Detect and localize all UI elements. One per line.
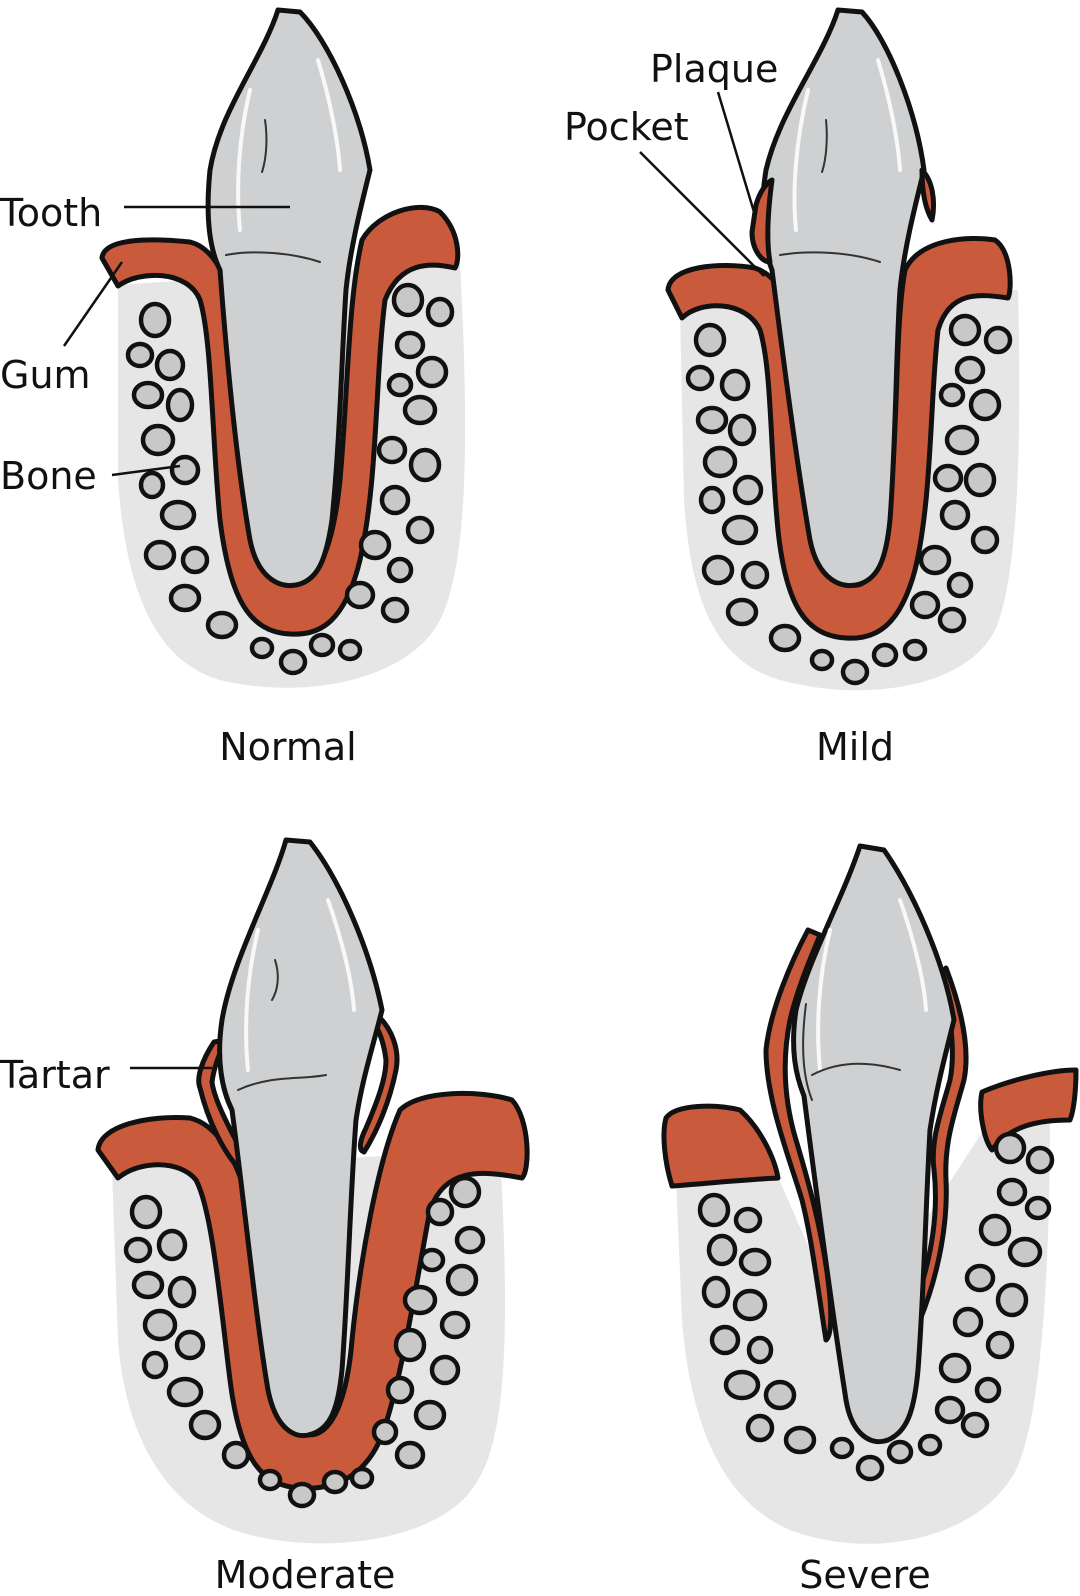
tooth-severe <box>791 843 957 1445</box>
caption-severe: Severe <box>799 1553 931 1596</box>
bone-pores-severe <box>697 1131 1055 1482</box>
panel-mild <box>639 7 1020 691</box>
leader-pocket <box>639 151 765 277</box>
label-bone: Bone <box>0 454 97 498</box>
label-gum: Gum <box>0 353 91 397</box>
tooth-moderate <box>217 837 385 1438</box>
panel-normal <box>62 7 466 688</box>
tartar-moderate-right <box>357 1011 400 1155</box>
leader-plaque <box>716 91 756 213</box>
bone-pores-mild <box>685 313 1013 686</box>
label-tooth: Tooth <box>0 191 102 235</box>
panel-moderate <box>95 837 530 1544</box>
panel-severe <box>661 843 1079 1544</box>
tartar-severe-left <box>763 927 834 1343</box>
caption-normal: Normal <box>219 725 357 769</box>
leader-bone <box>111 464 181 477</box>
plaque-mild-right <box>919 167 937 223</box>
gum-severe-right <box>978 1067 1079 1153</box>
bone-pores-normal <box>125 282 455 676</box>
label-plaque: Plaque <box>650 47 778 91</box>
caption-moderate: Moderate <box>215 1553 396 1596</box>
gum-severe-left <box>661 1103 781 1189</box>
label-tartar: Tartar <box>0 1053 110 1097</box>
bone-pores-moderate <box>123 1175 486 1509</box>
caption-mild: Mild <box>816 725 894 769</box>
leader-gum <box>62 261 124 347</box>
plaque-mild <box>749 177 775 265</box>
label-pocket: Pocket <box>564 105 689 149</box>
